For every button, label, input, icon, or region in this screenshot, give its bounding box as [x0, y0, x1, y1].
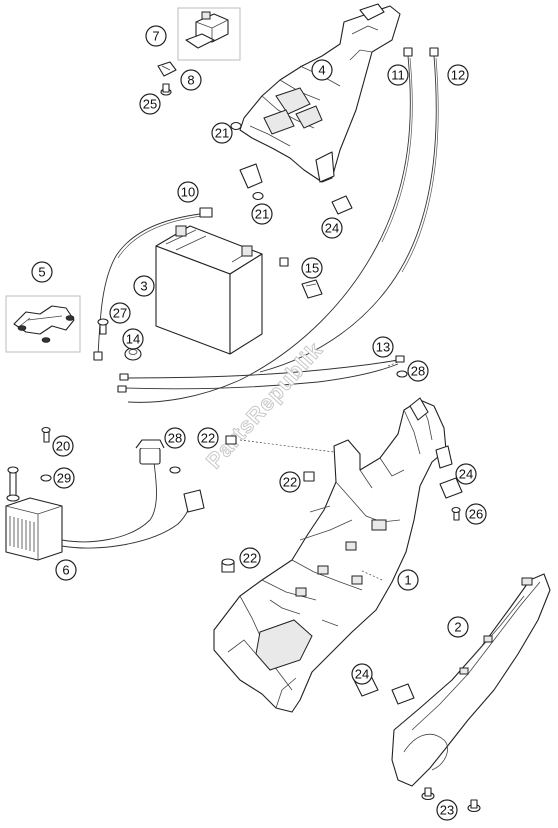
svg-text:29: 29 — [57, 471, 71, 486]
battery-cable-part[interactable] — [117, 355, 405, 393]
relay-part[interactable] — [185, 11, 229, 49]
svg-text:24: 24 — [459, 467, 473, 482]
callout-20: 20 — [52, 435, 74, 457]
voltage-regulator-part[interactable] — [5, 439, 205, 561]
callout-13: 13 — [372, 336, 394, 358]
callout-8: 8 — [180, 69, 202, 91]
callout-21b: 21 — [251, 203, 273, 225]
svg-text:27: 27 — [113, 306, 127, 321]
callout-1: 1 — [397, 569, 419, 591]
svg-text:22: 22 — [243, 551, 257, 566]
battery-strap-part[interactable] — [13, 305, 75, 343]
callout-22a: 22 — [197, 427, 219, 449]
terminal-cover-part[interactable] — [279, 257, 323, 299]
screw-part-23b[interactable] — [467, 799, 481, 813]
washer-part-29[interactable] — [40, 474, 52, 482]
svg-text:7: 7 — [152, 29, 159, 44]
callout-25: 25 — [139, 93, 161, 115]
svg-text:28: 28 — [168, 431, 182, 446]
nut-part-22c[interactable] — [221, 558, 235, 573]
callout-15: 15 — [301, 257, 323, 279]
nut-part-28[interactable] — [396, 370, 408, 378]
callout-10: 10 — [177, 181, 199, 203]
callout-23: 23 — [436, 799, 458, 821]
callout-26: 26 — [465, 503, 487, 525]
cable-part-11[interactable] — [127, 47, 413, 403]
screw-part-27[interactable] — [97, 318, 109, 335]
clip-part-24c[interactable] — [353, 673, 415, 705]
svg-text:24: 24 — [325, 221, 339, 236]
leader-lines — [239, 361, 399, 581]
callout-22c: 22 — [239, 547, 261, 569]
callout-28a: 28 — [407, 360, 429, 382]
nut-part-22b[interactable] — [303, 471, 315, 482]
svg-text:22: 22 — [201, 431, 215, 446]
nut-part[interactable] — [160, 83, 172, 96]
svg-text:22: 22 — [283, 475, 297, 490]
svg-text:28: 28 — [411, 364, 425, 379]
svg-text:23: 23 — [440, 803, 454, 818]
callout-2: 2 — [447, 616, 469, 638]
svg-text:12: 12 — [451, 68, 465, 83]
callout-29: 29 — [53, 467, 75, 489]
screw-part-26[interactable] — [451, 506, 461, 521]
callout-11: 11 — [387, 64, 409, 86]
battery-holder-bracket[interactable] — [239, 3, 401, 189]
screw-part-20[interactable] — [41, 426, 51, 443]
svg-text:25: 25 — [143, 97, 157, 112]
callout-3: 3 — [133, 275, 155, 297]
callout-24b: 24 — [455, 463, 477, 485]
cable-part-12[interactable] — [259, 47, 439, 373]
grommet-part[interactable] — [124, 347, 142, 361]
svg-text:3: 3 — [140, 279, 147, 294]
screw-part-23a[interactable] — [421, 787, 435, 801]
callout-4: 4 — [311, 59, 333, 81]
watermark-text: PartsRepublik — [201, 337, 327, 473]
callout-28b: 28 — [164, 427, 186, 449]
nut-part-21a[interactable] — [230, 121, 242, 131]
battery-part[interactable] — [155, 225, 263, 355]
clip-part-24a[interactable] — [331, 195, 353, 215]
svg-text:21: 21 — [255, 207, 269, 222]
callout-21a: 21 — [211, 122, 233, 144]
nut-part-21b[interactable] — [252, 191, 264, 201]
svg-text:14: 14 — [126, 332, 140, 347]
nut-part-28b[interactable] — [169, 466, 181, 474]
callout-12: 12 — [447, 64, 469, 86]
svg-text:24: 24 — [355, 667, 369, 682]
svg-text:13: 13 — [376, 340, 390, 355]
svg-text:8: 8 — [187, 73, 194, 88]
svg-text:26: 26 — [469, 507, 483, 522]
callout-5: 5 — [31, 261, 53, 283]
callout-22b: 22 — [279, 471, 301, 493]
svg-text:6: 6 — [62, 563, 69, 578]
svg-text:15: 15 — [305, 261, 319, 276]
inset-frame-relay — [177, 7, 241, 61]
svg-text:1: 1 — [404, 573, 411, 588]
svg-text:20: 20 — [56, 439, 70, 454]
svg-text:11: 11 — [391, 68, 405, 83]
svg-text:21: 21 — [215, 126, 229, 141]
callout-14: 14 — [122, 328, 144, 350]
svg-text:10: 10 — [181, 185, 195, 200]
inset-frame-bracket — [5, 295, 81, 353]
clip-part[interactable] — [157, 61, 177, 77]
callout-24c: 24 — [351, 663, 373, 685]
subframe-part[interactable] — [213, 397, 453, 713]
clip-part-24b[interactable] — [439, 477, 463, 499]
callout-27: 27 — [109, 302, 131, 324]
callout-7: 7 — [145, 25, 167, 47]
svg-text:4: 4 — [318, 63, 325, 78]
callout-6: 6 — [55, 559, 77, 581]
side-panel-part[interactable] — [391, 573, 551, 787]
svg-text:2: 2 — [454, 620, 461, 635]
svg-text:5: 5 — [38, 265, 45, 280]
nut-part-22a[interactable] — [225, 435, 237, 445]
callout-24a: 24 — [321, 217, 343, 239]
